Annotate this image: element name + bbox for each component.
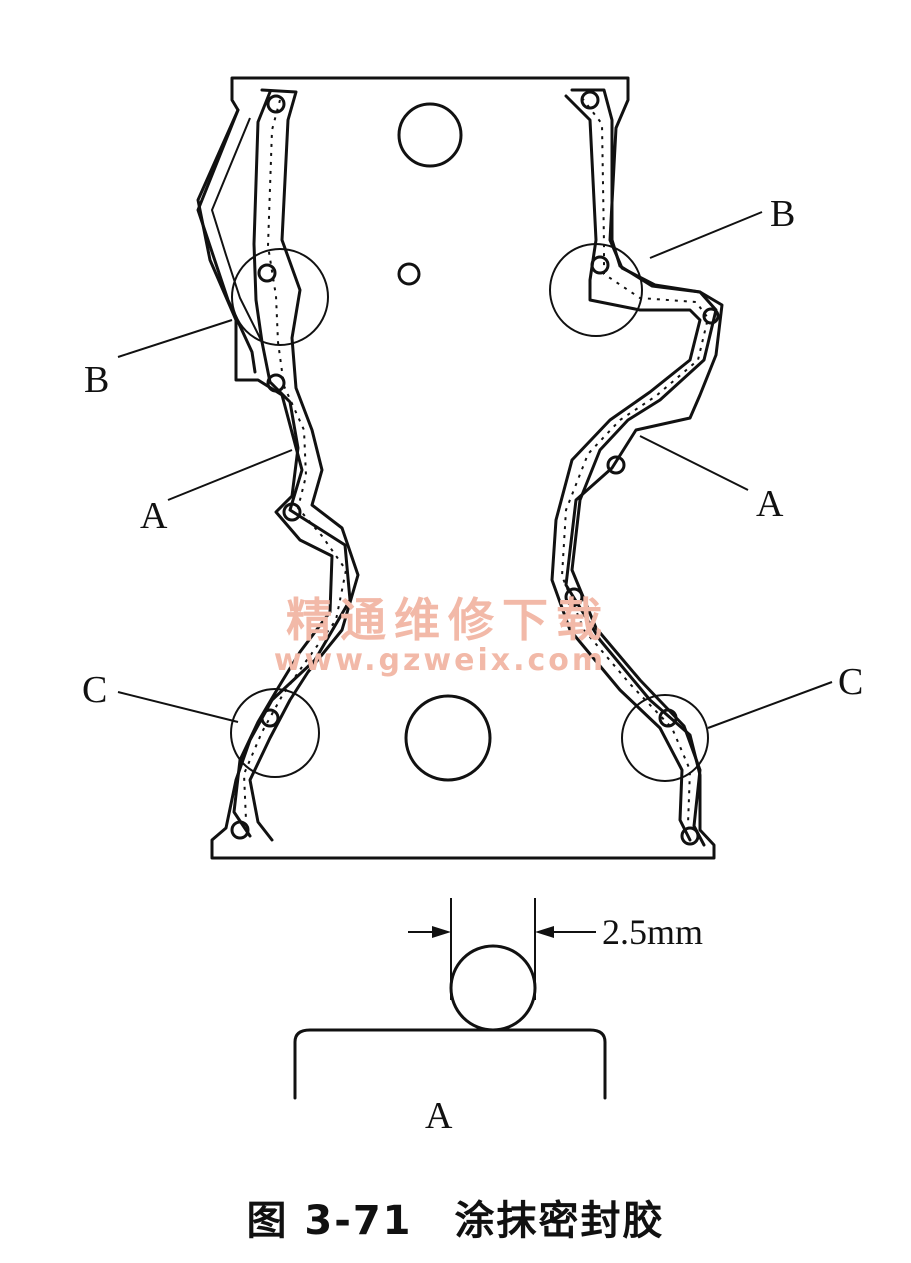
leader-a-right: [639, 435, 749, 491]
sealant-bead-section: [449, 944, 537, 1032]
bolt-hole: [564, 587, 584, 607]
leader-b-right: [649, 211, 763, 259]
leader-a-left: [167, 449, 293, 501]
leader-c-right: [707, 681, 833, 729]
zone-c-left-circle: [230, 688, 320, 778]
bolt-hole: [702, 307, 720, 325]
watermark-line1: 精通维修下载: [286, 593, 610, 647]
left-gasket-inner: [232, 90, 334, 838]
upper-opening: [397, 102, 463, 168]
dimension-label: 2.5mm: [602, 912, 703, 952]
bolt-hole: [282, 502, 302, 522]
zone-b-left-circle: [231, 248, 329, 346]
label-b-right: B: [770, 193, 795, 235]
leader-lines: [117, 211, 833, 729]
bolt-hole: [260, 708, 280, 728]
small-opening: [397, 262, 421, 286]
label-a-section: A: [425, 1095, 453, 1137]
bolt-hole: [590, 255, 610, 275]
label-b-left: B: [84, 359, 109, 401]
bolt-hole: [257, 263, 277, 283]
right-gasket-inner: [550, 94, 702, 842]
bolt-hole: [230, 820, 250, 840]
dim-arrow-right-head: [535, 926, 554, 938]
bolt-hole: [266, 373, 286, 393]
label-a-left: A: [140, 495, 168, 537]
zone-b-right-circle: [549, 243, 643, 337]
bead-section-detail: 2.5mm A: [293, 898, 703, 1137]
label-a-right: A: [756, 483, 784, 525]
watermark-line2: www.gzweix.com: [274, 643, 606, 678]
figure-caption: 图 3-71 涂抹密封胶: [246, 1198, 665, 1244]
bolt-hole: [680, 826, 700, 846]
left-flange: [196, 108, 257, 374]
bolt-hole: [606, 455, 626, 475]
label-c-left: C: [82, 669, 107, 711]
cover-outline: [196, 76, 724, 860]
bolt-hole: [266, 94, 286, 114]
left-flange-inner: [210, 117, 263, 343]
lower-opening: [404, 694, 492, 782]
flange-section: [293, 1028, 607, 1100]
left-gasket-outer: [248, 88, 360, 842]
bolt-hole: [658, 708, 678, 728]
right-sealant-bead: [560, 97, 710, 825]
label-c-right: C: [838, 661, 863, 703]
dim-arrow-left-head: [432, 926, 451, 938]
bolt-holes: [230, 90, 720, 846]
leader-c-left: [117, 691, 239, 723]
zone-c-right-circle: [621, 694, 709, 782]
leader-b-left: [117, 319, 233, 358]
bolt-hole: [580, 90, 600, 110]
